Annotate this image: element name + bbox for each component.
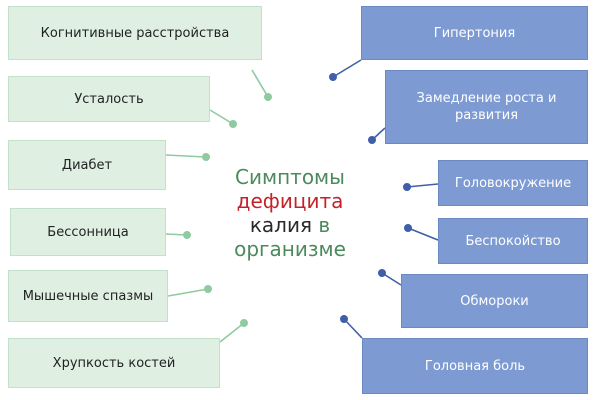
connector-left-6: [219, 322, 245, 343]
symptom-label: Бессонница: [47, 224, 129, 240]
symptom-box-fatigue: Усталость: [8, 76, 210, 122]
symptom-label: Когнитивные расстройства: [40, 25, 230, 41]
connector-left-5: [167, 288, 209, 297]
symptom-box-headache: Головная боль: [362, 338, 588, 394]
connector-dot-left-5: [204, 284, 213, 293]
connector-dot-right-5: [377, 268, 386, 277]
symptom-label: Гипертония: [433, 25, 516, 41]
symptom-box-muscle-spasms: Мышечные спазмы: [8, 270, 168, 322]
connector-left-1: [251, 69, 269, 98]
connector-left-3: [165, 154, 207, 158]
title-line-4: организме: [234, 237, 346, 261]
connector-right-6: [343, 318, 363, 339]
connector-dot-right-2: [367, 136, 376, 145]
title-line-1: Симптомы: [235, 165, 345, 189]
symptom-box-bone-fragility: Хрупкость костей: [8, 338, 220, 388]
symptom-label: Головная боль: [424, 358, 526, 374]
connector-left-2: [209, 109, 234, 125]
symptom-box-anxiety: Беспокойство: [438, 218, 588, 264]
connector-dot-left-4: [183, 231, 192, 240]
symptom-box-cognitive: Когнитивные расстройства: [8, 6, 262, 60]
title-word-potassium: калия: [249, 213, 312, 237]
title-word-in: в: [318, 213, 331, 237]
symptom-box-hypertension: Гипертония: [361, 6, 588, 60]
connector-dot-right-3: [402, 183, 411, 192]
title-line-2: дефицита: [236, 189, 344, 213]
connector-right-3: [406, 183, 439, 188]
diagram-title: Симптомы дефицита калия в организме: [215, 165, 365, 261]
connector-dot-left-3: [202, 153, 211, 162]
connector-dot-right-1: [328, 73, 337, 82]
symptom-box-diabetes: Диабет: [8, 140, 166, 190]
symptom-label: Обмороки: [460, 293, 529, 309]
connector-dot-right-6: [339, 314, 348, 323]
symptom-box-dizziness: Головокружение: [438, 160, 588, 206]
symptom-box-insomnia: Бессонница: [10, 208, 166, 256]
symptom-label: Мышечные спазмы: [22, 288, 154, 304]
symptom-label: Усталость: [74, 91, 144, 107]
connector-right-1: [332, 59, 362, 78]
connector-right-4: [407, 227, 439, 241]
connector-dot-left-1: [263, 93, 272, 102]
symptom-label: Диабет: [61, 157, 113, 173]
symptom-label: Хрупкость костей: [52, 355, 176, 371]
connector-dot-left-2: [229, 120, 238, 129]
symptom-box-growth-delay: Замедление роста и развития: [385, 70, 588, 144]
symptom-label: Замедление роста и развития: [416, 91, 557, 123]
symptom-label: Головокружение: [454, 175, 572, 191]
connector-dot-left-6: [240, 318, 249, 327]
symptom-box-fainting: Обмороки: [401, 274, 588, 328]
connector-dot-right-4: [403, 224, 412, 233]
symptom-label: Беспокойство: [465, 233, 561, 249]
title-line-3: калия в: [215, 213, 365, 237]
